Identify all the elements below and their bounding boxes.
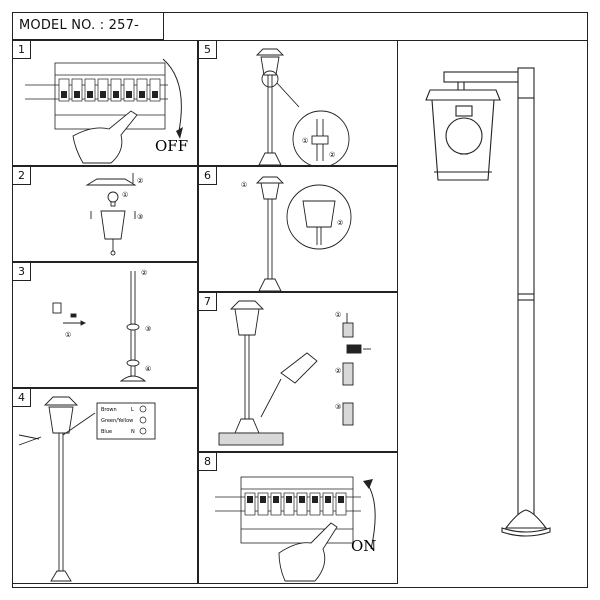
svg-text:①: ① [241,181,247,189]
lantern-cap-icon [85,178,137,186]
breaker-switch [84,78,96,102]
breaker-toggle [286,496,292,503]
lantern-body-icon [100,210,126,240]
breaker-switch [136,78,148,102]
step-number: 7 [199,293,217,311]
pole-assembly-illustration: ② ① ③ ④ [52,269,151,382]
svg-text:①: ① [335,311,341,319]
breaker-switch [257,492,269,516]
svg-text:②: ② [141,269,147,277]
step-number: 6 [199,167,217,185]
svg-text:①: ① [122,191,128,199]
lamp-pole [517,67,535,519]
svg-text:④: ④ [145,365,151,373]
breaker-toggle [152,91,158,98]
breaker-switch [270,492,282,516]
step-3-panel: 3 ② ① ③ ④ [12,262,198,388]
breaker-switch [283,492,295,516]
breaker-switch [244,492,256,516]
breaker-toggle [312,496,318,503]
breaker-toggle [100,91,106,98]
wire-color-label: Green/Yellow [101,418,133,424]
terminal-screw-icon [139,427,147,435]
terminal-screw-icon [139,416,147,424]
on-caption: ON [351,537,376,555]
step-7-panel: 7 ① ② ③ [198,292,398,452]
breaker-toggle [139,91,145,98]
circuit-breaker-row [244,492,347,516]
step-number: 5 [199,41,217,59]
ground-mounting-illustration: ① ② ③ [218,300,371,446]
step-1-panel: 1 OFF [12,40,198,166]
circuit-breaker-row [58,78,161,102]
breaker-toggle [247,496,253,503]
step-5-panel: 5 ① ② [198,40,398,166]
step-number: 4 [13,389,31,407]
terminal-screw-icon [139,405,147,413]
breaker-switch [97,78,109,102]
lamp-base [504,509,548,529]
breaker-switch [296,492,308,516]
switch-off-arrow-icon [162,58,182,132]
breaker-toggle [113,91,119,98]
product-overview-illustration [425,67,551,537]
breaker-switch [309,492,321,516]
step-2-panel: 2 ② ① ③ [12,166,198,262]
pole-lantern-illustration: ① ② [241,176,352,291]
svg-text:②: ② [335,367,341,375]
breaker-switch [123,78,135,102]
breaker-toggle [325,496,331,503]
wire-terminal-label: N [131,429,135,435]
svg-text:③: ③ [335,403,341,411]
svg-text:①: ① [302,137,308,145]
lamp-arm [443,71,527,83]
step-number: 8 [199,453,217,471]
breaker-switch [71,78,83,102]
model-number-label: MODEL NO. : 257-03024 [12,12,164,59]
wire-terminal-label: L [131,407,134,413]
breaker-toggle [87,91,93,98]
wire-color-label: Brown [101,407,117,413]
bulb-icon [445,117,483,155]
step-8-panel: 8 ON [198,452,398,584]
connector-icon [52,302,62,314]
svg-text:①: ① [65,331,71,339]
step-6-panel: 6 ① ② [198,166,398,292]
svg-text:②: ② [329,151,335,159]
breaker-toggle [61,91,67,98]
breaker-toggle [260,496,266,503]
svg-text:②: ② [337,219,343,227]
hand-icon [72,110,138,164]
breaker-switch [110,78,122,102]
off-caption: OFF [155,137,188,155]
step-number: 2 [13,167,31,185]
remove-cap-illustration: ② ① ③ [85,173,143,256]
breaker-switch [149,78,161,102]
breaker-on-illustration: ON [215,476,376,582]
pole-top-illustration: ① ② [255,48,350,165]
lamp-head-icon [425,89,501,101]
breaker-off-illustration: OFF [25,58,188,164]
svg-text:②: ② [137,177,143,185]
svg-text:③: ③ [145,325,151,333]
breaker-toggle [74,91,80,98]
breaker-toggle [299,496,305,503]
svg-text:③: ③ [137,213,143,221]
breaker-switch [322,492,334,516]
drill-icon [280,352,318,384]
breaker-switch [58,78,70,102]
breaker-switch [335,492,347,516]
breaker-toggle [273,496,279,503]
wire-color-label: Blue [101,429,112,435]
breaker-toggle [126,91,132,98]
hand-icon [278,522,338,582]
step-number: 1 [13,41,31,59]
breaker-toggle [338,496,344,503]
step-number: 3 [13,263,31,281]
